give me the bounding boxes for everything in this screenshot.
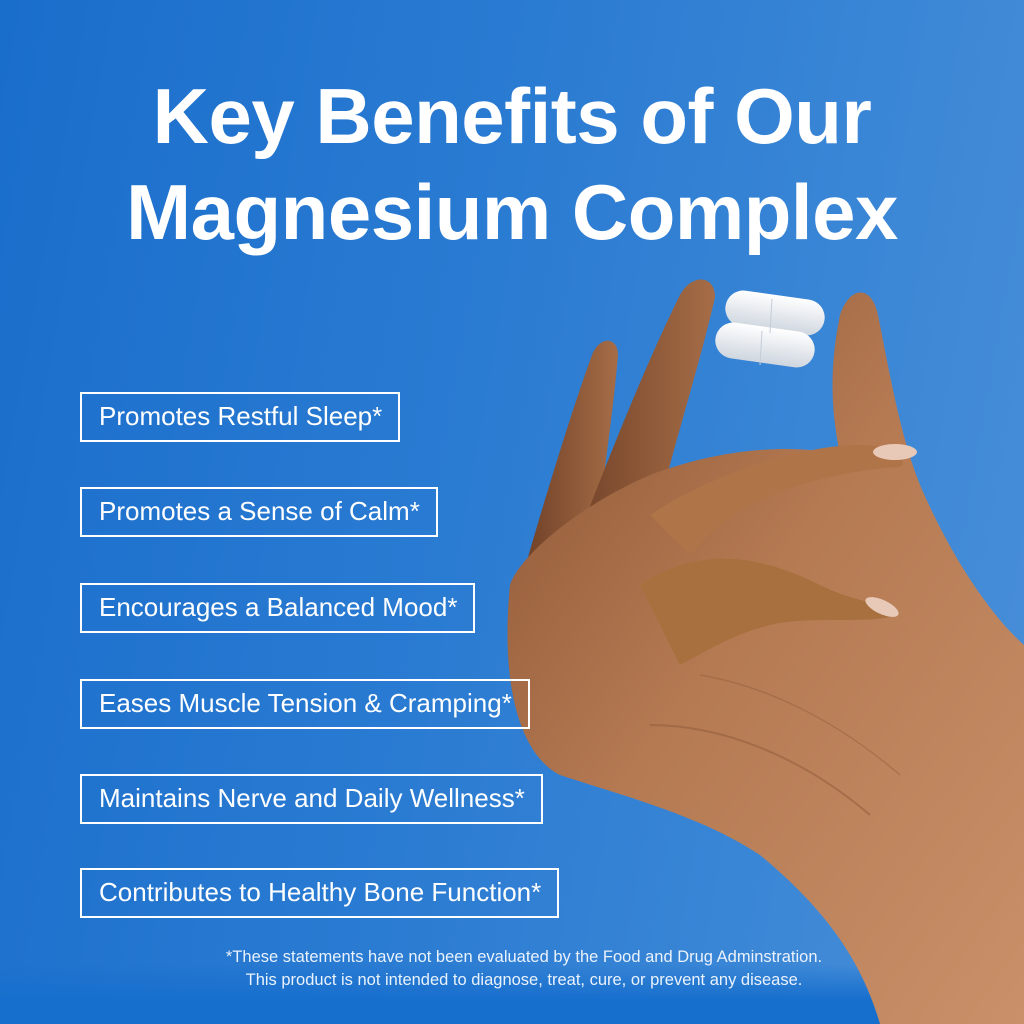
benefit-item-restful-sleep: Promotes Restful Sleep* [80, 392, 401, 442]
hand-holding-capsules-icon [507, 279, 1024, 1024]
disclaimer-line-1: *These statements have not been evaluate… [225, 948, 823, 966]
title-line-2: Magnesium Complex [126, 168, 898, 256]
benefit-item-nerve-wellness: Maintains Nerve and Daily Wellness* [80, 774, 543, 824]
benefit-item-sense-of-calm: Promotes a Sense of Calm* [80, 487, 438, 537]
fda-disclaimer: *These statements have not been evaluate… [0, 946, 1024, 992]
benefit-item-bone-function: Contributes to Healthy Bone Function* [80, 868, 560, 918]
page-title: Key Benefits of Our Magnesium Complex [0, 68, 1024, 260]
title-line-1: Key Benefits of Our [152, 72, 872, 160]
disclaimer-line-2: This product is not intended to diagnose… [245, 971, 803, 989]
benefit-item-muscle-tension: Eases Muscle Tension & Cramping* [80, 679, 530, 729]
benefit-item-balanced-mood: Encourages a Balanced Mood* [80, 583, 476, 633]
